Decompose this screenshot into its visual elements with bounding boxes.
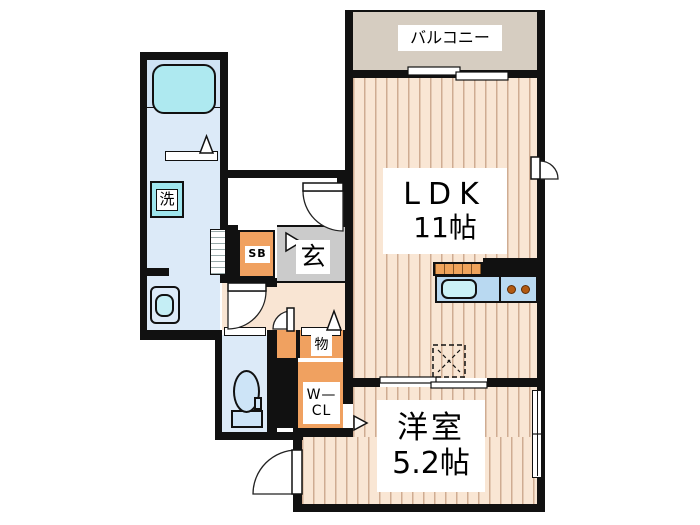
balcony-label-text: バルコニー [410, 27, 490, 47]
ldk-name: LDK [403, 176, 487, 212]
kitchen-counter-divider [499, 275, 501, 303]
wall-balcony-left [345, 10, 353, 70]
wall-main-top [345, 70, 545, 78]
entrance-label: 玄 [296, 240, 330, 274]
bedroom-window-rail [536, 391, 538, 476]
bathtub [152, 64, 216, 114]
kitchen-burner-right [521, 285, 530, 294]
entrance-label-text: 玄 [300, 241, 326, 271]
wall-divider-ldk-western-left [353, 378, 380, 387]
ldk-size: 11帖 [413, 211, 477, 245]
wcl-label-line1: W— [306, 386, 337, 403]
wcl-opening-gap [343, 404, 353, 428]
wcl-label-line2: CL [311, 403, 332, 419]
toilet-flush-knob [254, 397, 262, 410]
kitchen-tile-strip [433, 262, 483, 276]
western-room-label: 洋室 5.2帖 [377, 400, 485, 492]
wall-strip-top [140, 52, 228, 60]
balcony-label: バルコニー [398, 25, 502, 51]
kitchen-sink [441, 279, 477, 299]
western-room-name: 洋室 [397, 409, 465, 446]
wall-wcl-right [343, 330, 353, 437]
wall-strip-left [140, 52, 147, 340]
wall-ldk-left [345, 70, 353, 330]
wall-basin-stub [147, 268, 169, 276]
ldk-label: LDK 11帖 [383, 168, 507, 254]
washing-machine-label: 洗 [156, 189, 178, 211]
shoe-box-label: SB [245, 246, 270, 263]
storage-label: 物 [311, 335, 332, 356]
wall-toilet-divider [267, 330, 277, 432]
toilet-bowl [233, 370, 260, 413]
wash-basin-bowl [155, 294, 174, 317]
western-room-door-arc [252, 449, 298, 495]
wall-porch-top [220, 170, 345, 178]
toilet-door-threshold [224, 327, 266, 336]
bedroom-window [532, 390, 542, 478]
wall-toilet-left [215, 330, 222, 440]
wall-strip-bottom [140, 330, 222, 340]
wall-balcony-right [537, 10, 545, 70]
kitchen-burner-left [507, 285, 516, 294]
shoe-box-label-text: SB [248, 247, 267, 261]
washing-machine-label-text: 洗 [159, 190, 175, 209]
wall-western-left [293, 437, 302, 512]
wall-strip-right [220, 52, 228, 283]
western-room-size: 5.2帖 [392, 445, 470, 481]
wall-porch-right [337, 178, 345, 225]
hallway-floor [222, 283, 345, 330]
bathroom-floor-lower [147, 107, 220, 155]
wall-main-right [537, 70, 545, 512]
storage-divider-wall [296, 330, 300, 358]
wall-toilet-bottom [215, 432, 303, 440]
storage-label-text: 物 [314, 337, 329, 354]
wall-wcl-bottom [293, 428, 353, 437]
wall-shoebox-bottom [228, 278, 277, 287]
wall-shoebox-left [228, 225, 238, 283]
wall-wcl-left-chunk [277, 358, 298, 428]
wall-divider-ldk-western-right [487, 378, 537, 387]
wall-main-bottom [293, 504, 545, 512]
walk-in-closet-label: W— CL [303, 382, 340, 424]
wall-kitchen-back [483, 258, 537, 276]
bath-door-threshold [165, 151, 218, 161]
washroom-sliding-door [210, 229, 226, 275]
